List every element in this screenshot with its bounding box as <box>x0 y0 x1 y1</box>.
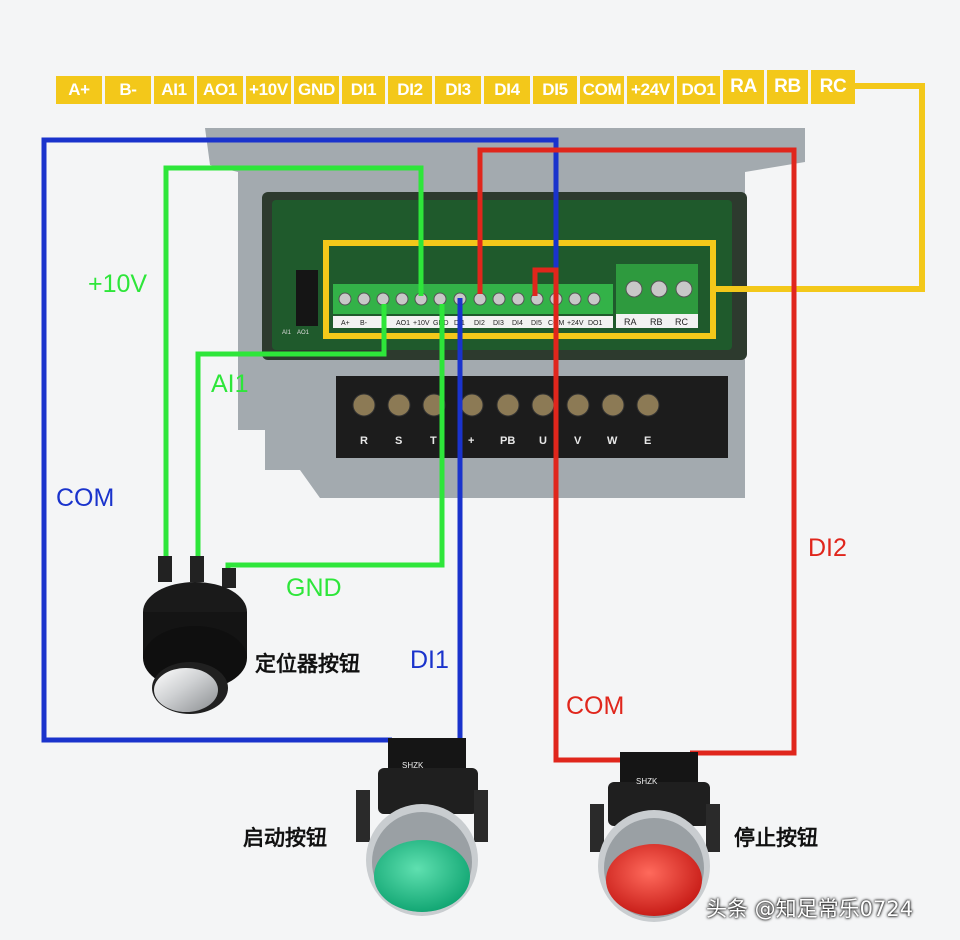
terminal-do1: DO1 <box>677 76 720 104</box>
label-stop-button: 停止按钮 <box>734 826 818 850</box>
terminal-di4: DI4 <box>484 76 530 104</box>
switch-label: AO1 <box>297 330 310 336</box>
power-label: E <box>644 435 651 447</box>
stop-button-brand: SHZK <box>636 777 658 786</box>
start-button: SHZK <box>356 738 488 916</box>
terminal-rc: RC <box>811 70 855 104</box>
relay-label: RB <box>650 317 663 327</box>
wire-com-blue <box>41 137 559 743</box>
terminal-ai1: AI1 <box>154 76 194 104</box>
wire-10v <box>163 165 424 558</box>
terminal-a-plus: A+ <box>56 76 102 104</box>
wire-com-red <box>532 267 625 763</box>
terminal-24v: +24V <box>627 76 674 104</box>
power-screws <box>352 393 660 417</box>
label-potentiometer: 定位器按钮 <box>255 652 360 676</box>
switch-labels: AI1 AO1 <box>282 330 310 336</box>
board-label: DI2 <box>474 320 485 327</box>
label-10v: +10V <box>88 270 148 298</box>
relay-label: RA <box>624 317 637 327</box>
label-ai1: AI1 <box>211 370 249 398</box>
board-label: DI3 <box>493 320 504 327</box>
power-label: W <box>607 435 618 447</box>
relay-label-strip <box>616 314 698 328</box>
terminal-ao1: AO1 <box>197 76 243 104</box>
power-labels: R S T + PB U V W E <box>360 435 651 447</box>
power-label: S <box>395 435 402 447</box>
power-label: + <box>468 435 474 447</box>
board-label: B- <box>360 320 368 327</box>
board-label: DI4 <box>512 320 523 327</box>
board-label: DO1 <box>588 320 603 327</box>
board-label: +24V <box>567 320 584 327</box>
label-di2: DI2 <box>808 534 847 562</box>
label-start-button: 启动按钮 <box>243 826 327 850</box>
power-label: U <box>539 435 547 447</box>
label-di1: DI1 <box>410 646 449 674</box>
terminal-di3: DI3 <box>435 76 481 104</box>
power-label: V <box>574 435 582 447</box>
terminal-ra: RA <box>723 70 764 104</box>
wire-ai1 <box>195 304 387 558</box>
board-label: A+ <box>341 320 350 327</box>
terminal-di1: DI1 <box>342 76 385 104</box>
terminal-gnd: GND <box>294 76 339 104</box>
wire-di2 <box>477 147 797 756</box>
label-com-blue: COM <box>56 484 115 512</box>
terminal-di5: DI5 <box>533 76 577 104</box>
inverter-device: A+ B- AO1 +10V GND DI1 DI2 DI3 DI4 DI5 C… <box>205 128 805 498</box>
power-label: R <box>360 435 368 447</box>
terminal-10v: +10V <box>246 76 291 104</box>
power-terminal-block <box>336 376 728 458</box>
label-com-red: COM <box>566 692 625 720</box>
relay-labels: RA RB RC <box>624 317 688 327</box>
terminal-com: COM <box>580 76 624 104</box>
relay-label: RC <box>675 317 688 327</box>
stop-button: SHZK <box>590 752 720 922</box>
label-gnd: GND <box>286 574 342 602</box>
terminal-b-minus: B- <box>105 76 151 104</box>
start-button-brand: SHZK <box>402 761 424 770</box>
board-label: DI5 <box>531 320 542 327</box>
wire-rc <box>712 83 925 292</box>
jumper-header <box>296 270 318 326</box>
terminal-screws <box>338 280 693 306</box>
terminal-di2: DI2 <box>388 76 432 104</box>
power-label: PB <box>500 435 515 447</box>
board-label: AO1 <box>396 320 410 327</box>
potentiometer-knob <box>143 556 247 714</box>
board-label-strip <box>333 316 613 328</box>
terminal-rb: RB <box>767 70 808 104</box>
watermark: 头条 @知足常乐0724 <box>706 897 914 921</box>
board-label: +10V <box>413 320 430 327</box>
switch-label: AI1 <box>282 330 292 336</box>
power-label: T <box>430 435 437 447</box>
